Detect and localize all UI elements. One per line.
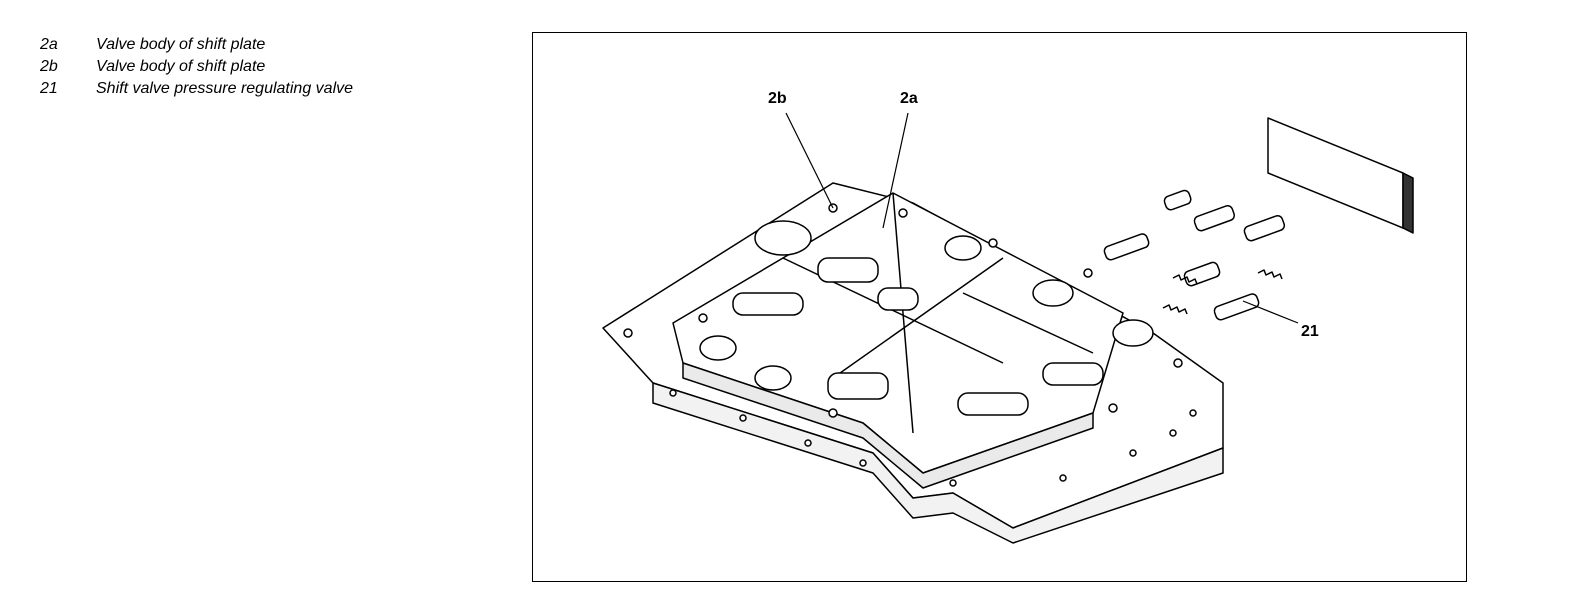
upper-body-side — [682, 362, 1094, 489]
lower-plate-side — [652, 382, 1224, 544]
valve-spool — [957, 392, 1029, 416]
legend-item: 2a Valve body of shift plate — [40, 34, 353, 56]
legend-description: Shift valve pressure regulating valve — [96, 80, 354, 97]
valve-cavity — [699, 335, 737, 361]
legend-item: 21 Shift valve pressure regulating valve — [40, 78, 353, 100]
valve-spool — [1042, 362, 1104, 386]
leader-line-2b — [785, 112, 834, 209]
legend-code: 2a — [40, 36, 58, 53]
legend-code: 2b — [40, 58, 58, 75]
leader-line-21 — [1242, 300, 1299, 324]
valve-body-diagram: 2b 2a 21 — [602, 90, 1414, 544]
valve-spool — [732, 292, 804, 316]
legend-item: 2b Valve body of shift plate — [40, 56, 353, 78]
legend-description: Valve body of shift plate — [96, 36, 266, 53]
valve-cavity — [1032, 279, 1074, 307]
callout-2a: 2a — [900, 90, 918, 107]
valve-cavity — [944, 235, 982, 261]
valve-spool — [877, 287, 919, 311]
valve-cavity — [754, 365, 792, 391]
legend-code: 21 — [40, 80, 58, 97]
callout-21: 21 — [1301, 323, 1319, 340]
valve-spool — [827, 372, 889, 400]
callout-2b: 2b — [768, 90, 787, 107]
legend-description: Valve body of shift plate — [96, 58, 266, 75]
diagram-frame: 2b 2a 21 — [532, 32, 1467, 582]
valve-spool — [817, 257, 879, 283]
valve-cavity — [754, 220, 812, 256]
valve-parts-group — [1103, 189, 1286, 321]
leader-line-2a — [882, 112, 909, 229]
valve-cavity — [1112, 319, 1154, 347]
cover-plate — [1267, 117, 1404, 229]
